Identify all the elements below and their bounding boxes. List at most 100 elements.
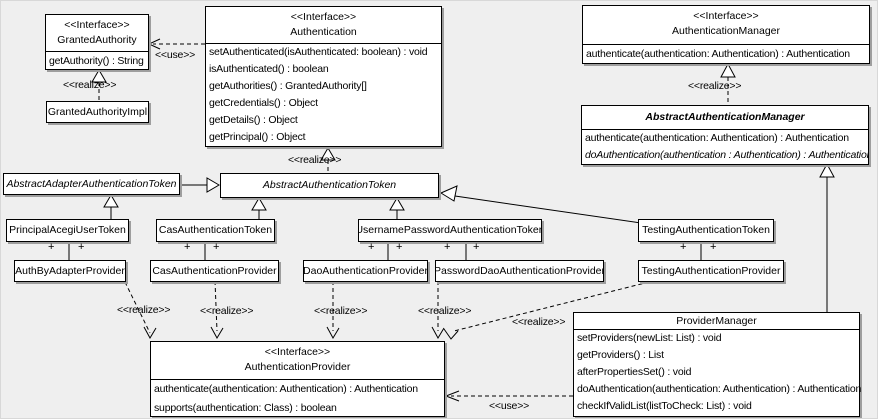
class-name: GrantedAuthority <box>57 34 137 46</box>
edge-realize-authentication <box>320 147 336 173</box>
class-provider-manager[interactable]: ProviderManager setProviders(newList: Li… <box>573 312 862 417</box>
class-name: TestingAuthenticationProvider <box>641 264 781 277</box>
stereotype: <<Interface>> <box>64 19 130 31</box>
class-testing-authentication-token[interactable]: TestingAuthenticationToken <box>638 219 774 242</box>
edge-realize-authbyadapter <box>124 281 157 340</box>
edge-gen-usernamepassword-token <box>389 197 405 219</box>
methods-compartment: setProviders(newList: List) : void getPr… <box>574 329 862 415</box>
class-authentication-manager[interactable]: <<Interface>> AuthenticationManager auth… <box>582 5 870 64</box>
class-username-password-authentication-token[interactable]: UsernamePasswordAuthenticationToken <box>358 219 542 242</box>
association-plus-marker: + <box>444 241 451 253</box>
class-cas-authentication-token[interactable]: CasAuthenticationToken <box>156 219 275 242</box>
edge-label-realize: <<realize>> <box>512 316 566 328</box>
class-principal-acegi-user-token[interactable]: PrincipalAcegiUserToken <box>6 219 129 242</box>
edge-label-realize: <<realize>> <box>688 80 742 92</box>
edge-use-grantedauthority <box>147 38 205 50</box>
class-name: AbstractAuthenticationManager <box>645 111 805 123</box>
stereotype: <<Interface>> <box>264 346 331 358</box>
class-authentication-provider[interactable]: <<Interface>> AuthenticationProvider aut… <box>150 341 445 417</box>
edge-use-authenticationprovider <box>444 390 573 402</box>
method-row: getPrincipal() : Object <box>209 131 306 143</box>
class-name: PasswordDaoAuthenticationProvider <box>435 264 604 277</box>
edge-realize-authenticationmanager <box>720 62 736 105</box>
edge-realize-testingprovider <box>443 281 650 340</box>
class-name: PrincipalAcegiUserToken <box>9 224 126 236</box>
class-name: UsernamePasswordAuthenticationToken <box>358 224 542 236</box>
edge-label-realize: <<realize>> <box>117 304 171 316</box>
association-plus-marker: + <box>78 241 85 253</box>
edge-label-realize: <<realize>> <box>200 305 254 317</box>
edge-gen-principal <box>103 194 119 219</box>
edge-gen-providermanager <box>819 162 835 312</box>
class-abstract-adapter-authentication-token[interactable]: AbstractAdapterAuthenticationToken <box>3 173 180 195</box>
edge-label-use: <<use>> <box>489 400 530 412</box>
association-plus-marker: + <box>368 241 375 253</box>
association-plus-marker: + <box>213 241 220 253</box>
class-title: <<Interface>> GrantedAuthority <box>46 15 148 51</box>
method-row: setAuthenticated(isAuthenticated: boolea… <box>209 46 428 58</box>
class-name: CasAuthenticationToken <box>158 224 273 236</box>
class-granted-authority-impl[interactable]: GrantedAuthorityImpl <box>46 101 149 123</box>
association-plus-marker: + <box>184 241 191 253</box>
class-dao-authentication-provider[interactable]: DaoAuthenticationProvider <box>303 260 428 282</box>
class-name: DaoAuthenticationProvider <box>303 264 428 277</box>
class-title: <<Interface>> Authentication <box>206 7 441 43</box>
method-row: authenticate(authentication: Authenticat… <box>154 383 418 395</box>
methods-compartment: authenticate(authentication: Authenticat… <box>582 129 868 164</box>
edge-realize-grantedauthority <box>91 69 107 101</box>
methods-compartment: getAuthority() : String <box>46 51 148 69</box>
edge-realize-daoprovider <box>326 281 340 340</box>
class-name: AbstractAuthenticationToken <box>262 179 397 191</box>
class-title: ProviderManager <box>574 313 859 329</box>
edge-label-realize: <<realize>> <box>418 305 472 317</box>
class-granted-authority[interactable]: <<Interface>> GrantedAuthority getAuthor… <box>45 14 149 70</box>
method-row: getAuthorities() : GrantedAuthority[] <box>209 80 367 92</box>
class-auth-by-adapter-provider[interactable]: AuthByAdapterProvider <box>14 260 126 282</box>
method-row: supports(authentication: Class) : boolea… <box>154 402 337 414</box>
class-name: TestingAuthenticationToken <box>642 224 770 236</box>
class-name: AuthenticationProvider <box>244 361 351 373</box>
method-row: authenticate(authentication: Authenticat… <box>586 48 850 60</box>
class-name: AuthByAdapterProvider <box>15 264 125 277</box>
class-abstract-authentication-token[interactable]: AbstractAuthenticationToken <box>220 173 439 198</box>
class-cas-authentication-provider[interactable]: CasAuthenticationProvider <box>150 260 279 282</box>
method-row: afterPropertiesSet() : void <box>577 366 692 378</box>
edge-label-realize: <<realize>> <box>314 305 368 317</box>
class-authentication[interactable]: <<Interface>> Authentication setAuthenti… <box>205 6 442 147</box>
edge-gen-adapter-token <box>180 177 220 193</box>
association-plus-marker: + <box>473 241 480 253</box>
method-row: doAuthentication(authentication: Authent… <box>577 383 862 395</box>
edge-gen-cas-token <box>251 197 267 219</box>
methods-compartment: authenticate(authentication: Authenticat… <box>583 44 869 63</box>
methods-compartment: setAuthenticated(isAuthenticated: boolea… <box>206 43 441 146</box>
class-abstract-authentication-manager[interactable]: AbstractAuthenticationManager authentica… <box>581 105 869 165</box>
association-plus-marker: + <box>680 241 687 253</box>
class-title: <<Interface>> AuthenticationProvider <box>151 342 444 379</box>
method-row: doAuthentication(authentication : Authen… <box>585 149 869 161</box>
edge-label-realize: <<realize>> <box>288 154 342 166</box>
class-password-dao-authentication-provider[interactable]: PasswordDaoAuthenticationProvider <box>435 260 604 282</box>
class-name: AuthenticationManager <box>672 25 780 37</box>
class-name: CasAuthenticationProvider <box>152 264 277 277</box>
method-row: setProviders(newList: List) : void <box>577 332 722 344</box>
method-row: getProviders() : List <box>577 349 664 361</box>
edge-realize-casprovider <box>210 280 224 340</box>
class-title: AbstractAuthenticationManager <box>582 106 868 129</box>
class-title: <<Interface>> AuthenticationManager <box>583 6 869 44</box>
association-plus-marker: + <box>396 241 403 253</box>
stereotype: <<Interface>> <box>693 10 759 22</box>
class-name: AbstractAdapterAuthenticationToken <box>6 177 177 190</box>
class-name: GrantedAuthorityImpl <box>47 105 148 118</box>
association-plus-marker: + <box>48 241 55 253</box>
method-row: authenticate(authentication: Authenticat… <box>585 132 849 144</box>
class-name: Authentication <box>290 26 357 38</box>
class-testing-authentication-provider[interactable]: TestingAuthenticationProvider <box>638 260 784 282</box>
edge-gen-testing-token <box>439 185 642 224</box>
association-plus-marker: + <box>710 241 717 253</box>
class-name: ProviderManager <box>676 315 757 327</box>
methods-compartment: authenticate(authentication: Authenticat… <box>151 379 444 416</box>
method-row: checkIfValidList(listToCheck: List) : vo… <box>577 400 752 412</box>
edge-realize-passworddaoprovider <box>431 281 445 340</box>
